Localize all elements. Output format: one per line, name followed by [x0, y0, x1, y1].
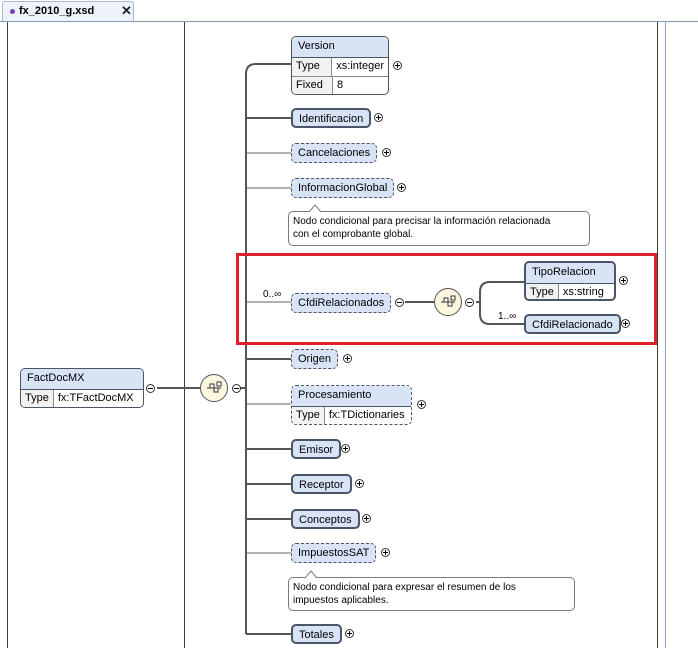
expand-plus-icon[interactable] — [345, 629, 354, 638]
fixed-row: Fixed 8 — [292, 77, 388, 94]
frame-right-line — [657, 22, 658, 648]
collapse-minus-icon[interactable] — [395, 298, 404, 307]
expand-plus-icon[interactable] — [362, 514, 371, 523]
element-receptor[interactable]: Receptor — [291, 474, 352, 494]
element-informacionglobal[interactable]: InformacionGlobal — [291, 178, 395, 198]
element-name: Procesamiento — [292, 386, 411, 407]
type-key: Type — [292, 58, 333, 76]
type-row: Type xs:string — [526, 284, 614, 299]
cardinality-label: 1..∞ — [498, 311, 517, 322]
expand-plus-icon[interactable] — [382, 148, 391, 157]
expand-plus-icon[interactable] — [621, 319, 630, 328]
cardinality-label: 0..∞ — [263, 289, 282, 300]
repeat-shadow — [289, 296, 393, 318]
note-line-1: Nodo condicional para precisar la inform… — [293, 216, 551, 227]
collapse-minus-icon[interactable] — [146, 384, 155, 393]
root-element-factdocmx[interactable]: FactDocMX Type fx:TFactDocMX — [20, 368, 144, 408]
expand-plus-icon[interactable] — [397, 183, 406, 192]
element-tiporelacion[interactable]: TipoRelacion Type xs:string — [524, 261, 616, 301]
frame-left-line — [7, 22, 8, 648]
element-cancelaciones[interactable]: Cancelaciones — [291, 143, 378, 163]
element-cfdirelacionado[interactable]: CfdiRelacionado — [524, 314, 621, 334]
element-emisor[interactable]: Emisor — [291, 439, 342, 459]
tab-bar — [0, 0, 698, 22]
expand-plus-icon[interactable] — [341, 444, 350, 453]
note-line-2: con el comprobante global. — [293, 229, 414, 240]
element-procesamiento[interactable]: Procesamiento Type fx:TDictionaries — [291, 385, 412, 425]
type-value: xs:string — [562, 286, 604, 298]
expand-plus-icon[interactable] — [393, 61, 402, 70]
type-key: Type — [292, 407, 325, 424]
note-line-1: Nodo condicional para expresar el resume… — [293, 582, 516, 593]
frame-border — [0, 21, 698, 22]
element-impuestossat[interactable]: ImpuestosSAT — [291, 543, 377, 563]
element-conceptos[interactable]: Conceptos — [291, 509, 360, 529]
frame-right-line-2 — [665, 22, 666, 648]
expand-plus-icon[interactable] — [343, 354, 352, 363]
fixed-key: Fixed — [292, 77, 333, 94]
tab-fx-2010-g-xsd[interactable]: fx_2010_g.xsd ✕ — [2, 1, 134, 21]
note-line-2: impuestos aplicables. — [293, 595, 389, 606]
type-row: Type xs:integer — [292, 58, 388, 77]
highlight-box — [236, 253, 657, 345]
element-origen[interactable]: Origen — [291, 349, 339, 369]
collapse-minus-icon[interactable] — [232, 384, 241, 393]
expand-plus-icon[interactable] — [381, 548, 390, 557]
type-value: fx:TFactDocMX — [57, 392, 134, 404]
element-name: Version — [292, 37, 388, 58]
annotation-note: Nodo condicional para precisar la inform… — [288, 211, 590, 246]
sequence-compositor-icon[interactable] — [200, 374, 228, 402]
sequence-compositor-icon[interactable] — [434, 288, 462, 316]
expand-plus-icon[interactable] — [619, 276, 628, 285]
element-totales[interactable]: Totales — [291, 624, 342, 644]
element-identificacion[interactable]: Identificacion — [291, 108, 372, 128]
root-element-name: FactDocMX — [21, 369, 143, 390]
annotation-note: Nodo condicional para expresar el resume… — [288, 577, 575, 611]
collapse-minus-icon[interactable] — [465, 298, 474, 307]
note-pointer — [305, 570, 318, 579]
close-icon[interactable]: ✕ — [121, 3, 132, 18]
element-version[interactable]: Version Type xs:integer Fixed 8 — [291, 36, 389, 95]
modified-dot-icon — [10, 9, 15, 14]
root-type-row: Type fx:TFactDocMX — [21, 390, 143, 407]
element-name: TipoRelacion — [526, 263, 614, 284]
type-row: Type fx:TDictionaries — [292, 407, 411, 424]
tab-label: fx_2010_g.xsd — [19, 5, 95, 17]
expand-plus-icon[interactable] — [374, 113, 383, 122]
expand-plus-icon[interactable] — [355, 479, 364, 488]
type-value: fx:TDictionaries — [328, 409, 405, 421]
type-key: Type — [526, 284, 559, 299]
element-cfdirelacionados[interactable]: CfdiRelacionados — [291, 293, 392, 313]
type-key: Type — [21, 390, 54, 407]
type-value: xs:integer — [336, 60, 384, 72]
expand-plus-icon[interactable] — [417, 400, 426, 409]
frame-divider-line — [184, 22, 185, 648]
fixed-value: 8 — [337, 79, 344, 91]
note-pointer — [309, 204, 322, 213]
